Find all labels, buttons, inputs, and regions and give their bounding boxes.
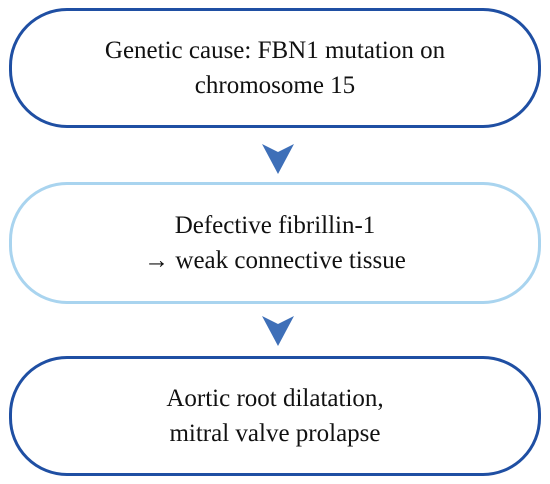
chevron-down-icon: [262, 144, 294, 174]
step-defective-fibrillin-line-1: Defective fibrillin-1: [174, 212, 376, 239]
flow-arrow-2: [262, 316, 294, 346]
step-genetic-cause: Genetic cause: FBN1 mutation on chromoso…: [9, 8, 541, 128]
step-cardiac-manifestations-line-1: Aortic root dilatation,: [166, 385, 384, 412]
step-cardiac-manifestations-line-2: mitral valve prolapse: [169, 420, 381, 447]
step-cardiac-manifestations: Aortic root dilatation, mitral valve pro…: [9, 356, 541, 476]
step-genetic-cause-line-1: Genetic cause: FBN1 mutation on: [104, 37, 446, 64]
step-defective-fibrillin: Defective fibrillin-1 → weak connective …: [9, 182, 541, 304]
step-defective-fibrillin-line-2: → weak connective tissue: [144, 247, 406, 274]
chevron-down-icon: [262, 316, 294, 346]
step-genetic-cause-line-2: chromosome 15: [194, 72, 356, 99]
flow-arrow-1: [262, 144, 294, 174]
